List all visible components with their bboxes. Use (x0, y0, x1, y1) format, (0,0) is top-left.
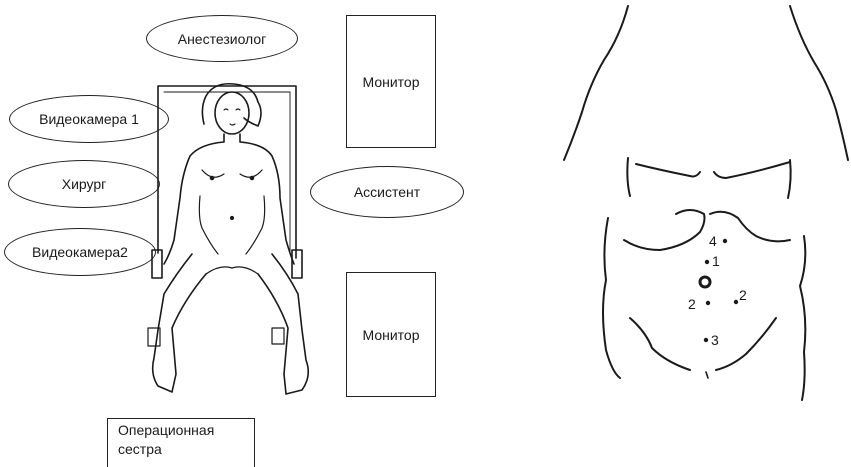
rib-arch-left (624, 210, 705, 250)
patient-hair (202, 84, 261, 126)
patient-groin (206, 267, 258, 274)
port-3-label: 3 (711, 332, 719, 348)
port-2-right-label: 2 (739, 287, 747, 303)
scrub-nurse-label-line1: Операционная (118, 421, 254, 440)
monitor-bottom-label: Монитор (363, 327, 420, 343)
port-4-label: 4 (709, 233, 717, 249)
chest-side-right (788, 160, 791, 198)
patient-head (215, 92, 249, 134)
surgeon-label: Хирург (62, 176, 107, 192)
videocamera-2-oval: Видеокамера2 (4, 228, 156, 276)
pectoral-right (714, 162, 790, 178)
videocamera-1-label: Видеокамера 1 (39, 111, 139, 127)
torso-port-diagram: 4 1 2 2 3 (560, 0, 851, 467)
rib-arch-right (710, 212, 790, 242)
torso-neck-left (564, 6, 628, 160)
table-outline (158, 86, 296, 258)
patient-waist (199, 196, 264, 254)
scrub-nurse-label-line2: сестра (118, 440, 254, 459)
table-inner-edge (164, 92, 290, 254)
midline-bottom (706, 372, 708, 378)
port-1-dot (705, 260, 709, 264)
patient-torso (164, 134, 294, 264)
chest-side-left (627, 158, 630, 196)
abdomen-lower-right (716, 318, 776, 370)
right-lower-support (272, 328, 284, 344)
patient-right-leg (258, 254, 308, 394)
assistant-oval: Ассистент (310, 166, 464, 218)
assistant-label: Ассистент (354, 184, 420, 200)
port-2-left-dot (706, 301, 710, 305)
scrub-nurse-box: Операционная сестра (107, 418, 255, 467)
abdomen-lower-left (630, 318, 690, 370)
port-4-dot (723, 239, 727, 243)
monitor-top-label: Монитор (363, 74, 420, 90)
umbilical-port-ring (700, 277, 710, 287)
anesthesiologist-oval: Анестезиолог (146, 15, 298, 62)
left-leg-support (152, 250, 162, 278)
port-2-right-dot (734, 300, 738, 304)
anesthesiologist-label: Анестезиолог (178, 31, 267, 47)
monitor-top-box: Монитор (346, 15, 436, 148)
monitor-bottom-box: Монитор (346, 272, 436, 397)
torso-neck-right (790, 6, 848, 160)
operating-table-illustration (140, 78, 315, 408)
videocamera-2-label: Видеокамера2 (32, 244, 128, 260)
abdomen-side-right (800, 236, 805, 400)
surgeon-oval: Хирург (8, 160, 160, 208)
port-3-dot (704, 338, 708, 342)
port-1-label: 1 (712, 253, 720, 269)
pectoral-left (636, 164, 700, 177)
abdomen-side-left (603, 218, 620, 378)
port-2-left-label: 2 (688, 296, 696, 312)
patient-left-leg (153, 254, 206, 392)
patient-face (224, 109, 240, 125)
